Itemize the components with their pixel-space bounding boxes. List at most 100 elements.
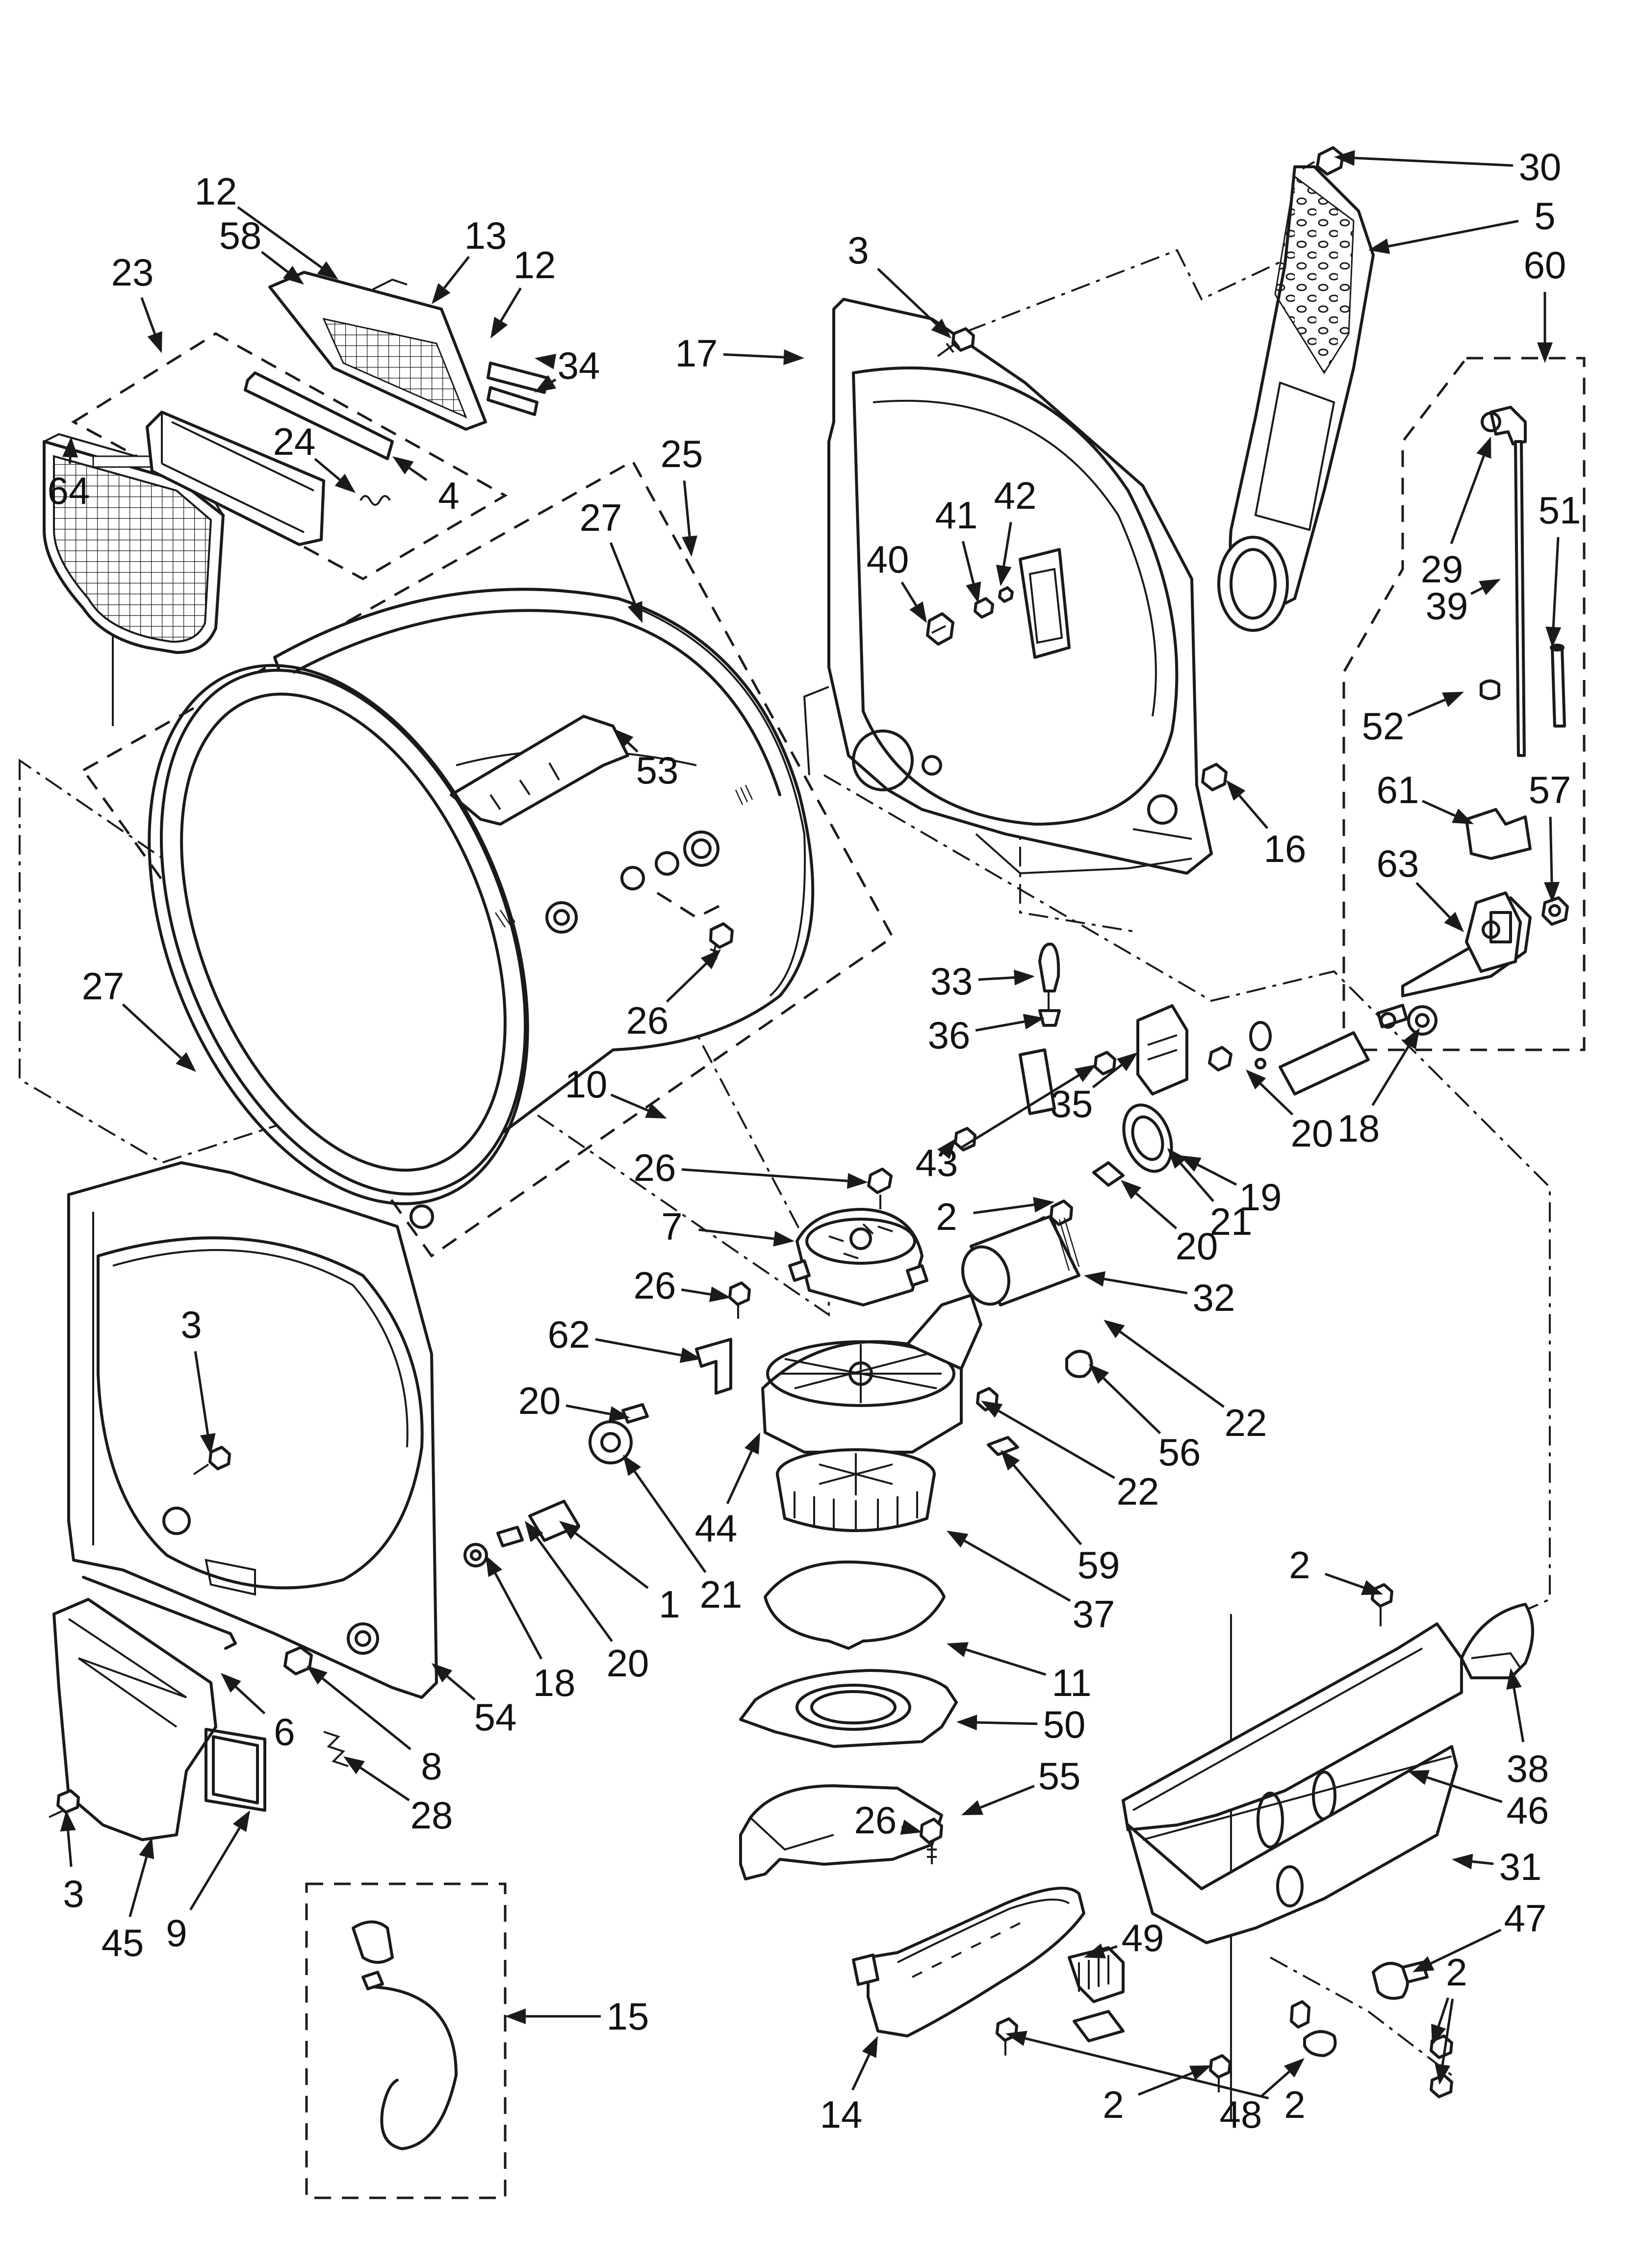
arrowhead bbox=[947, 1642, 969, 1657]
arrowhead bbox=[709, 1286, 731, 1303]
leader-line bbox=[698, 1228, 774, 1240]
callout-label: 21 bbox=[700, 1573, 743, 1616]
rear-screws-part bbox=[974, 586, 1014, 619]
arrowhead bbox=[139, 1837, 154, 1859]
callout-label: 28 bbox=[410, 1794, 453, 1837]
leader-line bbox=[1407, 699, 1446, 717]
callout-label: 58 bbox=[219, 214, 262, 257]
rear-panel-part bbox=[803, 298, 1213, 875]
gas-valve-part bbox=[1401, 891, 1532, 997]
drum-seal-part bbox=[148, 664, 529, 1205]
leader-line bbox=[998, 1409, 1115, 1479]
leader-line bbox=[959, 1074, 1079, 1150]
callout-label: 6 bbox=[274, 1710, 295, 1753]
leader-line bbox=[551, 378, 557, 383]
callout-label: 61 bbox=[1377, 768, 1419, 811]
arrowhead bbox=[282, 265, 304, 285]
arrowhead bbox=[1476, 437, 1491, 459]
callout-label: 9 bbox=[166, 1911, 187, 1955]
callout-label: 26 bbox=[634, 1146, 676, 1189]
harness-kit-parts bbox=[352, 1920, 458, 2150]
arrowhead bbox=[62, 437, 78, 458]
arrowhead bbox=[1246, 1069, 1266, 1090]
arrowhead bbox=[1361, 1580, 1383, 1595]
arrowhead bbox=[1506, 1668, 1522, 1690]
leader-line bbox=[681, 1168, 848, 1182]
leader-line bbox=[851, 2054, 871, 2091]
lint-duct-part bbox=[52, 1598, 217, 1841]
callout-label: 5 bbox=[1534, 194, 1555, 237]
ignitor-part bbox=[1038, 942, 1060, 1011]
callout-label: 53 bbox=[636, 749, 679, 792]
heater-shield-part bbox=[1127, 1745, 1458, 1944]
callout-label: 38 bbox=[1507, 1747, 1549, 1790]
arrowhead bbox=[981, 1401, 1003, 1418]
leader-line bbox=[1197, 1164, 1237, 1186]
callout-label: 21 bbox=[1210, 1200, 1253, 1243]
leader-line bbox=[443, 256, 470, 289]
callout-label: 12 bbox=[195, 170, 237, 213]
leader-line bbox=[1441, 1998, 1454, 2065]
arrowhead bbox=[1023, 1014, 1045, 1030]
arrowhead bbox=[307, 1666, 328, 1685]
callout-label: 60 bbox=[1524, 243, 1566, 287]
callout-label: 1 bbox=[659, 1583, 680, 1626]
duct-end-cap-part bbox=[1460, 1603, 1534, 1679]
arrowhead bbox=[996, 564, 1012, 586]
callout-label: 54 bbox=[474, 1695, 517, 1739]
right-roller-assembly-part bbox=[1092, 1004, 1437, 1187]
leader-line bbox=[1138, 2072, 1193, 2096]
callout-label: 64 bbox=[48, 469, 90, 512]
thermal-fuse-part bbox=[987, 1436, 1019, 1456]
thermal-cutoff-part bbox=[1303, 2030, 1337, 2057]
arrowhead bbox=[535, 375, 557, 392]
leader-line bbox=[67, 1830, 73, 1867]
leader-line bbox=[1092, 1064, 1123, 1089]
rear-panel-duct-line bbox=[897, 249, 1295, 359]
lint-grille-part bbox=[268, 271, 487, 431]
rear-foot-nut-part bbox=[1201, 763, 1228, 791]
arrowhead bbox=[627, 601, 642, 623]
arrowhead bbox=[535, 354, 557, 369]
leader-line bbox=[1135, 1192, 1178, 1229]
motor-top-screw-part bbox=[867, 1168, 893, 1209]
lint-housing-rail-part bbox=[146, 411, 325, 546]
arrowhead bbox=[1537, 342, 1553, 363]
arrowhead bbox=[1334, 150, 1355, 166]
leader-line bbox=[595, 1338, 682, 1356]
leader-line bbox=[1180, 1163, 1214, 1202]
arrowhead bbox=[1084, 1943, 1106, 1958]
lint-screen-part bbox=[43, 433, 225, 654]
callout-label: 2 bbox=[936, 1195, 957, 1238]
callout-label: 27 bbox=[82, 965, 125, 1008]
lint-spring-part bbox=[359, 495, 391, 506]
arrowhead bbox=[1001, 1450, 1020, 1471]
arrowhead bbox=[613, 729, 634, 749]
leader-line bbox=[666, 963, 707, 1003]
leader-line bbox=[1259, 1083, 1294, 1116]
leader-line bbox=[235, 1686, 266, 1715]
callout-label: 49 bbox=[1122, 1916, 1164, 1959]
callout-label: 4 bbox=[438, 474, 459, 517]
callout-label: 23 bbox=[111, 251, 154, 294]
callout-label: 15 bbox=[607, 1995, 649, 2038]
callout-label: 8 bbox=[421, 1745, 442, 1788]
arrowhead bbox=[1283, 2058, 1305, 2078]
duct-top-screw-part bbox=[1302, 146, 1344, 176]
front-roller-assembly-part bbox=[463, 1403, 649, 1567]
callout-label: 46 bbox=[1507, 1789, 1549, 1832]
arrowhead bbox=[862, 2036, 878, 2058]
leader-line bbox=[723, 353, 784, 359]
leader-line bbox=[1513, 1688, 1525, 1743]
grille-clips-part bbox=[487, 362, 548, 416]
thermostat-part bbox=[1065, 1350, 1093, 1378]
wire-harness-kit-outline bbox=[305, 1882, 507, 2199]
arrowhead bbox=[623, 1455, 641, 1476]
duct-connector-part bbox=[961, 1215, 1080, 1306]
pipe-clip-part bbox=[1480, 679, 1500, 700]
arrowhead bbox=[486, 1555, 502, 1577]
arrowhead bbox=[931, 318, 951, 339]
arrowhead bbox=[490, 316, 508, 339]
arrowhead bbox=[1402, 1028, 1420, 1050]
arrowhead bbox=[343, 1756, 365, 1774]
